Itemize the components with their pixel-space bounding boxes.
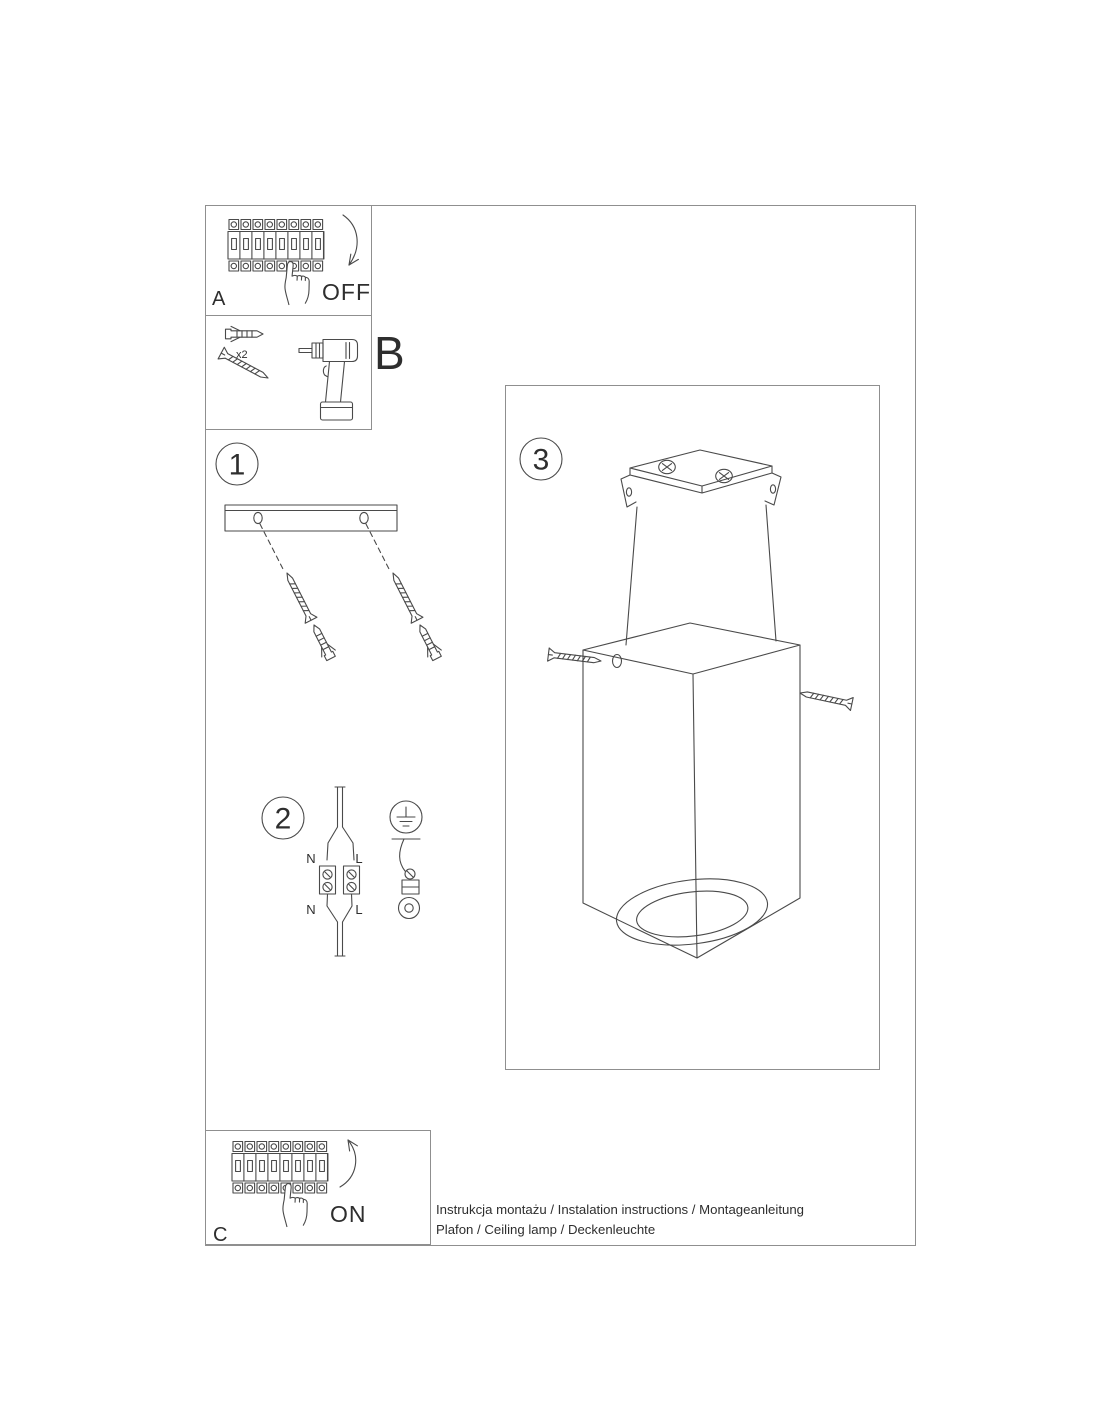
wire-label-top-l: L [355,851,362,866]
terminal-block-figure [318,865,361,895]
wire-label-bottom-l: L [355,902,362,917]
wire-label-bottom-n: N [306,902,315,917]
step-2-figure: 2 N L N L [261,786,423,957]
step-3-box [505,385,880,1070]
step-2-badge [261,796,305,840]
lamp-cable-figure [326,893,353,957]
wall-plug-right [412,620,445,663]
breaker-panel-icon [232,1142,328,1194]
earth-terminal-figure [397,868,421,920]
step-1-figure: 1 [215,442,445,663]
anchor-quantity-label: x2 [236,349,248,361]
side-screw-right [798,685,854,712]
step-3-figure: 3 [519,437,854,959]
lamp-opening-figure [615,878,769,946]
lamp-body-figure [582,622,801,959]
drill-icon [298,338,359,421]
supply-cable-figure [326,786,355,861]
step-3-number: 3 [533,444,550,477]
step-c-panel: ON C [213,1139,367,1246]
breaker-on-label: ON [330,1201,367,1227]
step-3-badge [519,437,563,481]
curved-arrow-up-icon [339,1139,358,1188]
footer: Instrukcja montażu / Instalation instruc… [436,1202,804,1237]
wall-plug-icon [224,325,264,343]
footer-product-line: Plafon / Ceiling lamp / Deckenleuchte [436,1222,655,1237]
step-a-panel: OFF A [212,214,371,310]
bracket-screw-left-icon [658,459,676,475]
step-a-label: A [212,288,226,310]
breaker-panel-icon [228,220,324,272]
step-1-number: 1 [229,449,246,482]
side-screw-left [547,647,603,669]
side-screw-hole [611,653,623,669]
step-c-box [205,1130,431,1245]
wall-plug-left [306,620,339,663]
step-c-label: C [213,1224,227,1246]
mounting-screw-right [386,569,424,624]
earth-wire [399,838,406,872]
sheet-border [205,205,916,1246]
step-1-badge [215,442,259,486]
bracket-screw-right-icon [715,468,733,484]
footer-instructions-line: Instrukcja montażu / Instalation instruc… [436,1202,804,1217]
breaker-off-label: OFF [322,279,371,305]
mounting-bracket-figure [224,504,398,532]
wire-label-top-n: N [306,851,315,866]
step-b-box [205,315,372,430]
step-b-label: B [374,327,405,379]
step-b-panel: x2 B [217,325,405,421]
earth-symbol-icon [389,800,423,840]
ceiling-bracket-figure [620,449,782,646]
step-2-number: 2 [275,803,292,836]
mounting-screw-left [280,569,318,624]
curved-arrow-down-icon [342,214,359,266]
